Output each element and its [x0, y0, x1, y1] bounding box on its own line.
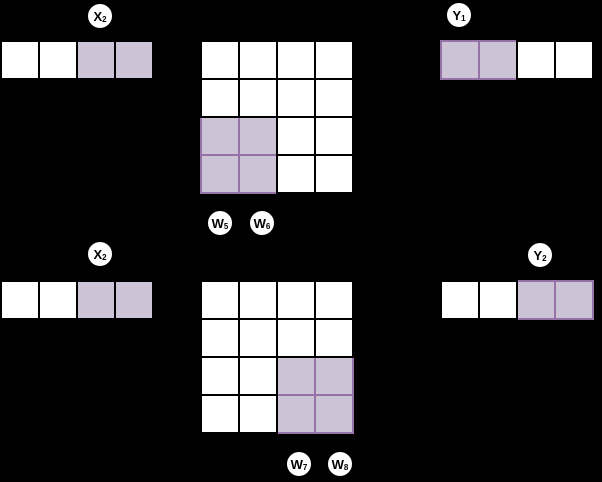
label-x2-bottom-base: X — [93, 246, 103, 262]
cell-row — [200, 280, 354, 320]
cell-highlighted — [314, 394, 354, 434]
cell-highlighted — [238, 154, 278, 194]
weight-matrix-w7-w8 — [200, 280, 354, 434]
cell-row — [200, 318, 354, 358]
cell-highlighted — [478, 40, 518, 80]
cell — [314, 154, 354, 194]
cell — [200, 280, 240, 320]
cell-highlighted — [276, 356, 316, 396]
cell-highlighted — [76, 280, 116, 320]
label-y2-base: Y — [533, 247, 543, 263]
cell-row — [200, 356, 354, 396]
output-vector-y1 — [440, 40, 594, 80]
cell — [238, 280, 278, 320]
label-x2-top-base: X — [93, 8, 103, 24]
label-x2-top-subscript: 2 — [102, 15, 107, 24]
label-w8-base: W — [331, 456, 344, 472]
cell-row — [0, 280, 154, 320]
cell — [276, 40, 316, 80]
cell — [200, 394, 240, 434]
cell-highlighted — [440, 40, 480, 80]
cell — [200, 78, 240, 118]
input-vector-x2-bottom — [0, 280, 154, 320]
cell-highlighted — [76, 40, 116, 80]
cell — [276, 280, 316, 320]
cell — [276, 318, 316, 358]
cell — [238, 356, 278, 396]
cell — [276, 154, 316, 194]
weight-matrix-w5-w6 — [200, 40, 354, 194]
cell — [38, 280, 78, 320]
label-w6-base: W — [253, 215, 266, 231]
cell — [440, 280, 480, 320]
output-vector-y2 — [440, 280, 594, 320]
cell — [238, 40, 278, 80]
label-w5-base: W — [211, 215, 224, 231]
cell — [554, 40, 594, 80]
cell — [38, 40, 78, 80]
label-w6-subscript: 6 — [265, 222, 271, 231]
cell — [516, 40, 556, 80]
cell-highlighted — [114, 280, 154, 320]
cell-row — [200, 394, 354, 434]
label-w8-subscript: 8 — [343, 463, 349, 472]
cell — [276, 78, 316, 118]
label-w5-subscript: 5 — [223, 222, 229, 231]
cell — [200, 40, 240, 80]
label-y1-base: Y — [452, 7, 462, 23]
cell-row — [200, 40, 354, 80]
input-vector-x2-top — [0, 40, 154, 80]
cell — [0, 280, 40, 320]
cell — [238, 78, 278, 118]
cell-highlighted — [314, 356, 354, 396]
cell — [314, 280, 354, 320]
cell — [238, 394, 278, 434]
cell — [0, 40, 40, 80]
cell-row — [440, 40, 594, 80]
cell-highlighted — [200, 154, 240, 194]
cell — [314, 78, 354, 118]
cell — [314, 40, 354, 80]
cell — [238, 318, 278, 358]
cell — [478, 280, 518, 320]
cell — [314, 116, 354, 156]
cell-highlighted — [200, 116, 240, 156]
cell-highlighted — [238, 116, 278, 156]
cell — [200, 318, 240, 358]
cell — [314, 318, 354, 358]
cell-row — [0, 40, 154, 80]
label-w7-base: W — [290, 456, 303, 472]
cell — [276, 116, 316, 156]
cell-highlighted — [516, 280, 556, 320]
cell-highlighted — [276, 394, 316, 434]
cell-row — [200, 116, 354, 156]
label-w7-subscript: 7 — [302, 463, 308, 472]
cell-row — [200, 78, 354, 118]
cell-row — [440, 280, 594, 320]
cell — [200, 356, 240, 396]
label-x2-bottom-subscript: 2 — [102, 253, 107, 262]
cell-highlighted — [114, 40, 154, 80]
cell-row — [200, 154, 354, 194]
label-y1-subscript: 1 — [461, 14, 466, 23]
label-y2-subscript: 2 — [542, 254, 547, 263]
cell-highlighted — [554, 280, 594, 320]
